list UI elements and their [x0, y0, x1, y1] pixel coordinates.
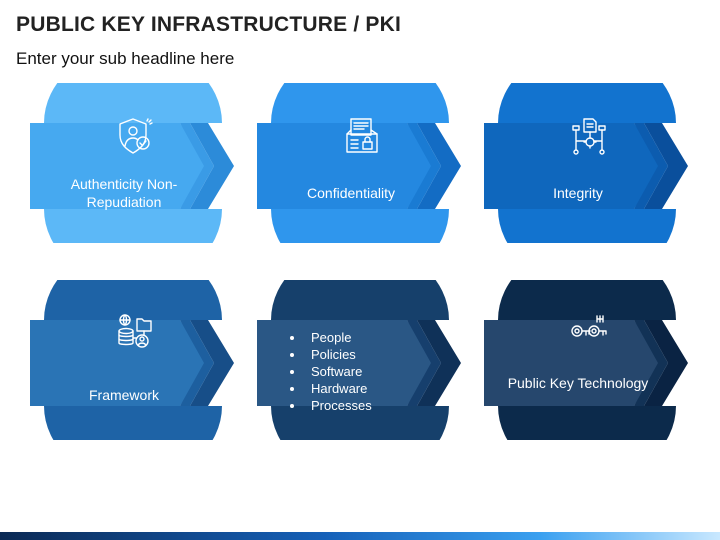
list-item: Software — [305, 363, 372, 380]
database-user-folder-icon — [118, 314, 152, 348]
tile-confidentiality: Confidentiality — [257, 83, 467, 243]
tile-label: Confidentiality — [307, 185, 395, 201]
tile-label: Public Key Technology — [507, 375, 649, 391]
tile-authenticity: Authenticity Non-Repudiation — [30, 83, 240, 243]
list-item: Hardware — [305, 380, 372, 397]
footer-bar — [0, 532, 720, 540]
keys-icon — [571, 315, 607, 337]
page-title: PUBLIC KEY INFRASTRUCTURE / PKI — [16, 13, 401, 36]
tile-integrity: Integrity — [484, 83, 694, 243]
tile-technology: Public Key Technology — [484, 280, 694, 440]
tile-components: People Policies Software Hardware Proces… — [257, 280, 467, 440]
list-item: Policies — [305, 346, 372, 363]
tile-label: Authenticity Non-Repudiation — [70, 176, 178, 210]
tile-label: Framework — [88, 387, 159, 403]
page-subtitle: Enter your sub headline here — [16, 49, 235, 68]
shield-user-check-icon — [119, 118, 153, 154]
document-lock-icon — [346, 118, 378, 153]
list-item: People — [305, 329, 372, 346]
tile-label: Integrity — [553, 185, 603, 201]
list-item: Processes — [305, 397, 372, 414]
components-list: People Policies Software Hardware Proces… — [287, 329, 372, 414]
document-network-gear-icon — [572, 118, 606, 155]
tile-framework: Framework — [30, 280, 240, 440]
